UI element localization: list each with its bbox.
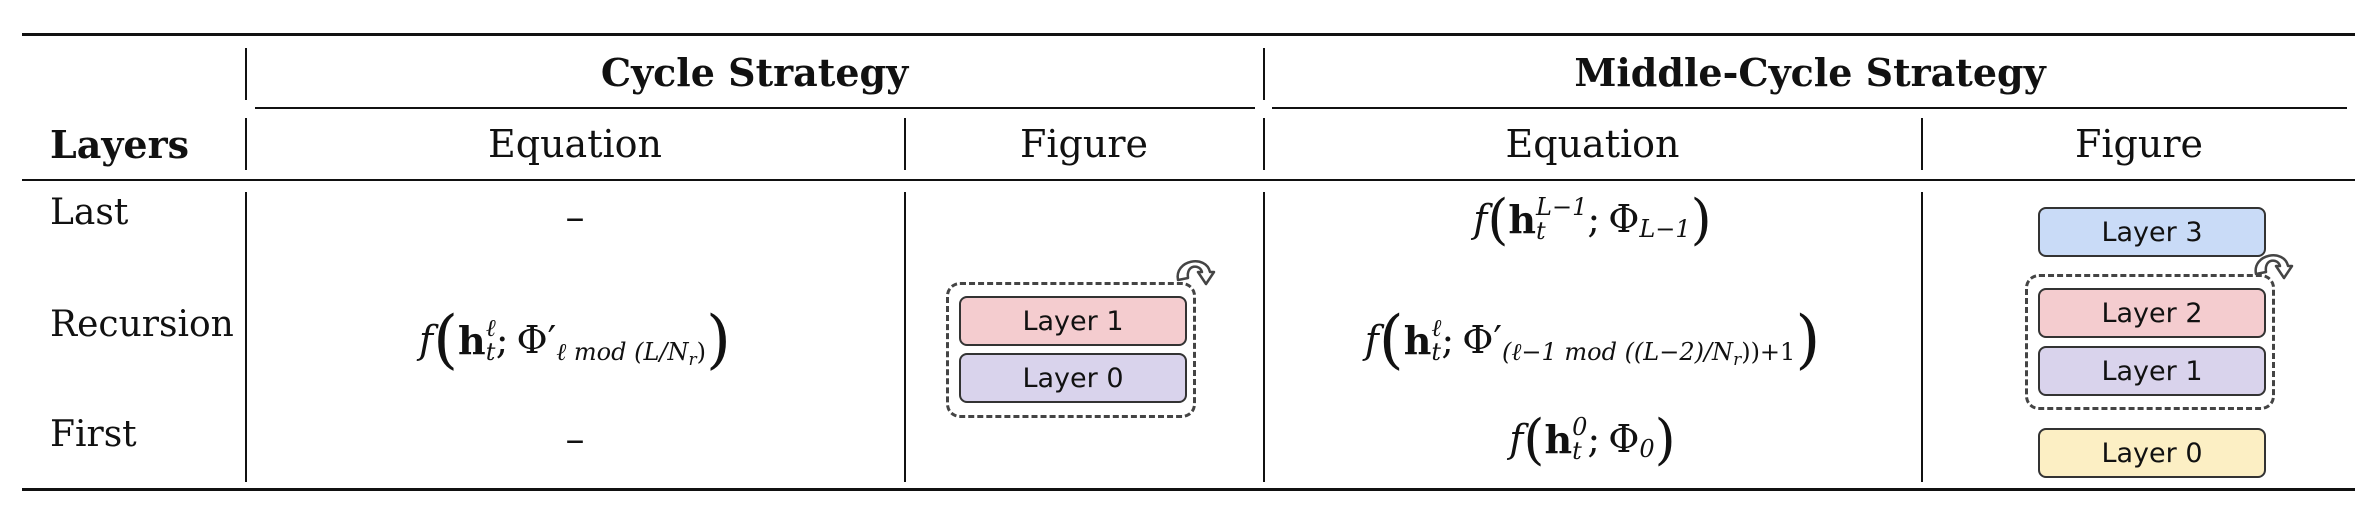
- divider-cycle-mid-body: [904, 192, 906, 482]
- cycle-layer-1-box: Layer 1: [959, 296, 1187, 346]
- middle-equation-header: Equation: [1505, 122, 1680, 166]
- cycle-first-equation: –: [565, 417, 585, 461]
- row-label-recursion: Recursion: [50, 304, 234, 345]
- layers-header: Layers: [50, 121, 190, 167]
- divider-layers-body: [245, 192, 247, 482]
- header-rule: [22, 179, 2355, 181]
- middle-loop-arrow-icon: [2254, 254, 2294, 280]
- divider-strategy: [1263, 48, 1265, 100]
- middle-layer-1-box: Layer 1: [2038, 346, 2266, 396]
- middle-layer-2-box: Layer 2: [2038, 288, 2266, 338]
- cycle-last-equation: –: [565, 195, 585, 239]
- divider-strategy-body: [1263, 192, 1265, 482]
- middle-figure-header: Figure: [2075, 122, 2203, 166]
- middle-layer-0-box: Layer 0: [2038, 428, 2266, 478]
- cycle-strategy-title: Cycle Strategy: [600, 49, 909, 95]
- middle-cycle-underline: [1272, 107, 2347, 109]
- row-label-last: Last: [50, 192, 129, 233]
- cycle-layer-0-box: Layer 0: [959, 353, 1187, 403]
- middle-layer-3-box: Layer 3: [2038, 207, 2266, 257]
- cycle-loop-arrow-icon: [1176, 260, 1216, 286]
- middle-cycle-strategy-title: Middle-Cycle Strategy: [1574, 49, 2046, 95]
- cycle-underline: [255, 107, 1255, 109]
- divider-middle-mid-body: [1921, 192, 1923, 482]
- middle-recursion-group: [2025, 274, 2275, 410]
- divider-strategy-header: [1263, 118, 1265, 170]
- row-label-first: First: [50, 414, 137, 455]
- divider-layers: [245, 48, 247, 100]
- cycle-recursion-group: [946, 282, 1196, 418]
- top-rule: [22, 33, 2355, 36]
- divider-cycle-mid: [904, 118, 906, 170]
- cycle-figure-header: Figure: [1020, 122, 1148, 166]
- divider-middle-mid: [1921, 118, 1923, 170]
- cycle-equation-header: Equation: [488, 122, 662, 166]
- bottom-rule: [22, 488, 2355, 491]
- divider-layers-header: [245, 118, 247, 170]
